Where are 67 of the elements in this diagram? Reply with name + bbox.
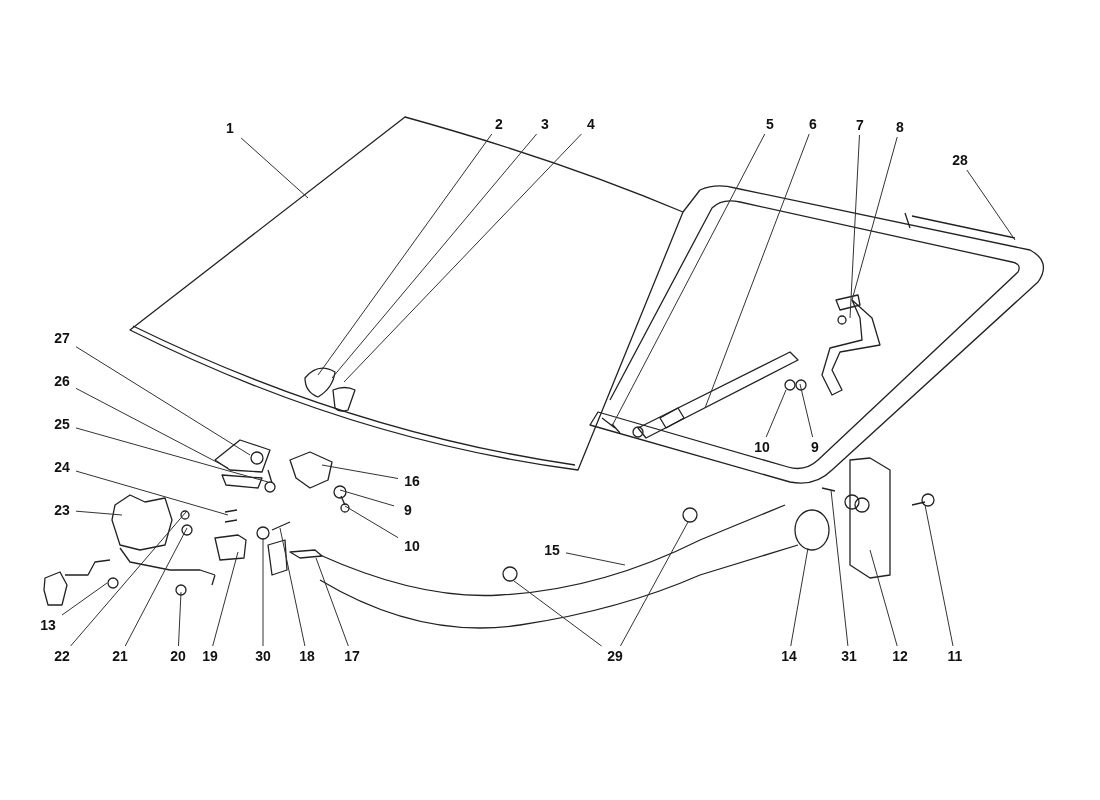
callout-number: 26 [50, 373, 74, 389]
callout-number: 11 [943, 648, 967, 664]
leader-line [799, 383, 814, 438]
callout-number: 1 [218, 120, 242, 136]
callout-number: 18 [295, 648, 319, 664]
leader-line [924, 504, 954, 647]
callout-number: 29 [603, 648, 627, 664]
callout-number: 31 [837, 648, 861, 664]
callout-number: 25 [50, 416, 74, 432]
callout-number: 19 [198, 648, 222, 664]
leader-line [317, 133, 493, 376]
callout-number: 12 [888, 648, 912, 664]
callout-number: 7 [848, 117, 872, 133]
leader-line [513, 580, 603, 647]
leader-line [75, 510, 123, 516]
leader-line [790, 547, 809, 647]
callout-number: 13 [36, 617, 60, 633]
leader-line [279, 527, 306, 647]
leader-line [124, 527, 188, 647]
leader-line [704, 133, 810, 409]
callout-number: 21 [108, 648, 132, 664]
leader-line [851, 136, 898, 301]
leader-line [75, 387, 229, 469]
callout-number: 24 [50, 459, 74, 475]
callout-number: 27 [50, 330, 74, 346]
callout-number: 2 [487, 116, 511, 132]
leader-line [331, 133, 538, 379]
callout-number: 4 [579, 116, 603, 132]
callout-number: 15 [540, 542, 564, 558]
leader-line [321, 464, 399, 479]
callout-number: 30 [251, 648, 275, 664]
callout-number: 28 [948, 152, 972, 168]
leader-line [75, 427, 269, 483]
leader-line [75, 346, 251, 456]
callout-number: 8 [888, 119, 912, 135]
leader-line [240, 137, 309, 199]
leader-line [765, 389, 787, 438]
leader-line [869, 549, 898, 647]
callout-number: 6 [801, 116, 825, 132]
callout-number: 10 [750, 439, 774, 455]
leader-line [339, 489, 395, 507]
callout-number: 17 [340, 648, 364, 664]
leader-line [315, 557, 349, 647]
callout-number: 9 [803, 439, 827, 455]
callout-number: 3 [533, 116, 557, 132]
callout-number: 22 [50, 648, 74, 664]
callout-number: 20 [166, 648, 190, 664]
callout-number: 16 [400, 473, 424, 489]
callout-number: 23 [50, 502, 74, 518]
callout-number: 14 [777, 648, 801, 664]
leader-line [262, 537, 264, 647]
leader-line [344, 505, 399, 539]
callout-number: 9 [396, 502, 420, 518]
leader-line [343, 133, 582, 383]
leader-line [611, 133, 766, 427]
callout-number: 10 [400, 538, 424, 554]
leader-line [565, 552, 626, 566]
leader-line [830, 489, 849, 647]
leader-line [849, 134, 860, 319]
leader-line [619, 521, 689, 647]
callout-number: 5 [758, 116, 782, 132]
leader-line [966, 169, 1016, 241]
leader-line [75, 470, 229, 516]
leader-line [70, 511, 187, 647]
leader-line [212, 551, 239, 647]
leader-line [177, 591, 182, 647]
leader-line [61, 582, 108, 616]
